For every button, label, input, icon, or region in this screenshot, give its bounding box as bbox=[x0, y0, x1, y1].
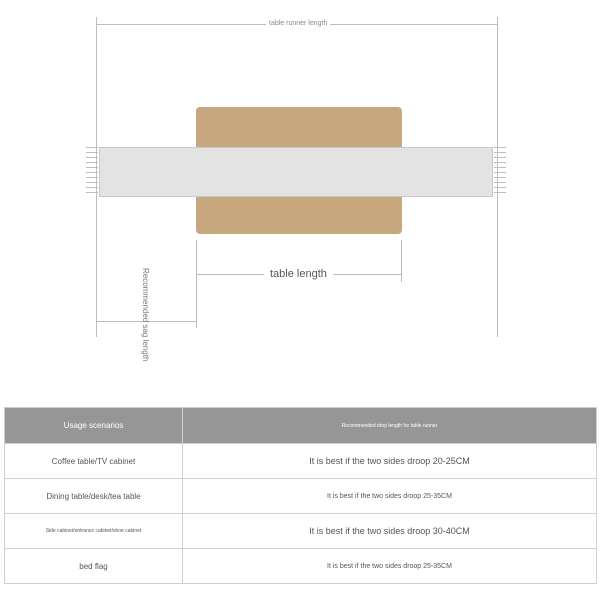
table-row: Dining table/desk/tea table It is best i… bbox=[4, 478, 597, 514]
table-row: Side cabinet/entrance cabinet/shoe cabin… bbox=[4, 513, 597, 549]
runner-fringe-right bbox=[494, 147, 506, 197]
scenario-cell: Coffee table/TV cabinet bbox=[4, 443, 183, 479]
table-length-right-tick bbox=[401, 240, 402, 282]
header-usage-scenarios: Usage scenarios bbox=[4, 407, 183, 444]
header-drop-length: Recommended drop length for table runner bbox=[182, 407, 597, 444]
runner-fringe-left bbox=[86, 147, 98, 197]
scenario-cell: Side cabinet/entrance cabinet/shoe cabin… bbox=[4, 513, 183, 549]
drop-length-cell: It is best if the two sides droop 30-40C… bbox=[182, 513, 597, 549]
scenario-cell: bed flag bbox=[4, 548, 183, 584]
table-runner bbox=[99, 147, 493, 197]
sag-length-line bbox=[96, 321, 196, 322]
drop-length-cell: It is best if the two sides droop 25-35C… bbox=[182, 478, 597, 514]
table-length-label: table length bbox=[264, 267, 333, 281]
table-length-left-tick bbox=[196, 240, 197, 328]
runner-length-label: table runner length bbox=[266, 19, 331, 29]
drop-length-table: Usage scenarios Recommended drop length … bbox=[4, 407, 597, 584]
drop-length-cell: It is best if the two sides droop 20-25C… bbox=[182, 443, 597, 479]
drop-length-cell: It is best if the two sides droop 25-35C… bbox=[182, 548, 597, 584]
table-header-row: Usage scenarios Recommended drop length … bbox=[4, 407, 597, 444]
table-row: bed flag It is best if the two sides dro… bbox=[4, 548, 597, 584]
sag-length-label: Recommended sag length bbox=[141, 268, 150, 362]
table-row: Coffee table/TV cabinet It is best if th… bbox=[4, 443, 597, 479]
scenario-cell: Dining table/desk/tea table bbox=[4, 478, 183, 514]
